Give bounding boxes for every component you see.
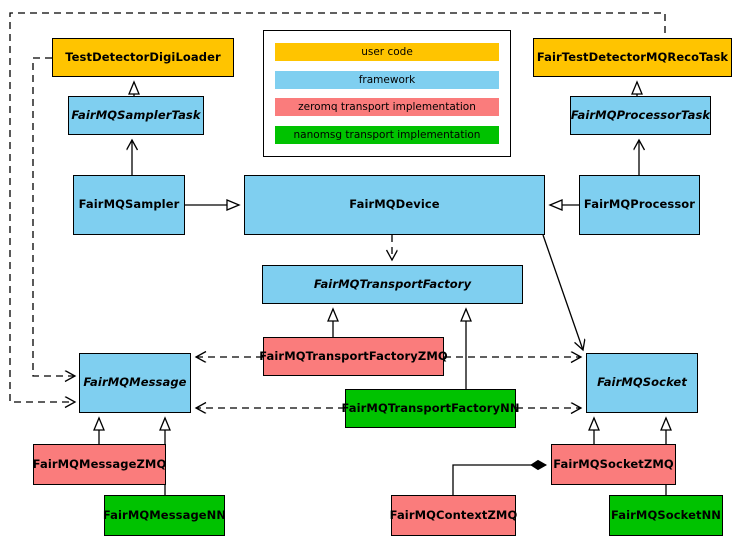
- class-node-fairmqcontextzmq[interactable]: FairMQContextZMQ: [390, 495, 517, 536]
- class-node-fairtestdetectormqrecotask[interactable]: FairTestDetectorMQRecoTask: [533, 38, 732, 77]
- class-node-fairmqmessagezmq[interactable]: FairMQMessageZMQ: [33, 444, 166, 485]
- class-node-fairmqprocessor[interactable]: FairMQProcessor: [579, 175, 700, 235]
- legend-item-zeromq: zeromq transport implementation: [275, 98, 499, 117]
- class-node-fairmqtransportfactory[interactable]: FairMQTransportFactory: [262, 265, 523, 304]
- class-node-fairmqprocessortask[interactable]: FairMQProcessorTask: [570, 96, 711, 135]
- class-node-fairmqtransportfactorynn[interactable]: FairMQTransportFactoryNN: [341, 389, 519, 428]
- class-node-fairmqsocket[interactable]: FairMQSocket: [586, 353, 698, 413]
- class-node-fairmqsamplertask[interactable]: FairMQSamplerTask: [68, 96, 204, 135]
- class-node-fairmqsocketnn[interactable]: FairMQSocketNN: [609, 495, 723, 536]
- class-node-testdetectordigiloader[interactable]: TestDetectorDigiLoader: [52, 38, 234, 77]
- legend-item-framework: framework: [275, 70, 499, 89]
- class-node-fairmqdevice[interactable]: FairMQDevice: [244, 175, 545, 235]
- edge-contextzmq-to-socketzmq: [452, 459, 548, 495]
- class-node-fairmqsocketzmq[interactable]: FairMQSocketZMQ: [551, 444, 676, 485]
- legend-item-user-code: user code: [275, 42, 499, 61]
- class-node-fairmqmessagenn[interactable]: FairMQMessageNN: [103, 495, 226, 536]
- legend-item-nanomsg: nanomsg transport implementation: [275, 126, 499, 145]
- class-node-fairmqmessage[interactable]: FairMQMessage: [79, 353, 191, 413]
- class-node-fairmqtransportfactoryzmq[interactable]: FairMQTransportFactoryZMQ: [259, 337, 448, 376]
- edge-device-to-socket: [542, 234, 583, 350]
- legend-box: user code framework zeromq transport imp…: [263, 30, 511, 157]
- class-node-fairmqsampler[interactable]: FairMQSampler: [73, 175, 185, 235]
